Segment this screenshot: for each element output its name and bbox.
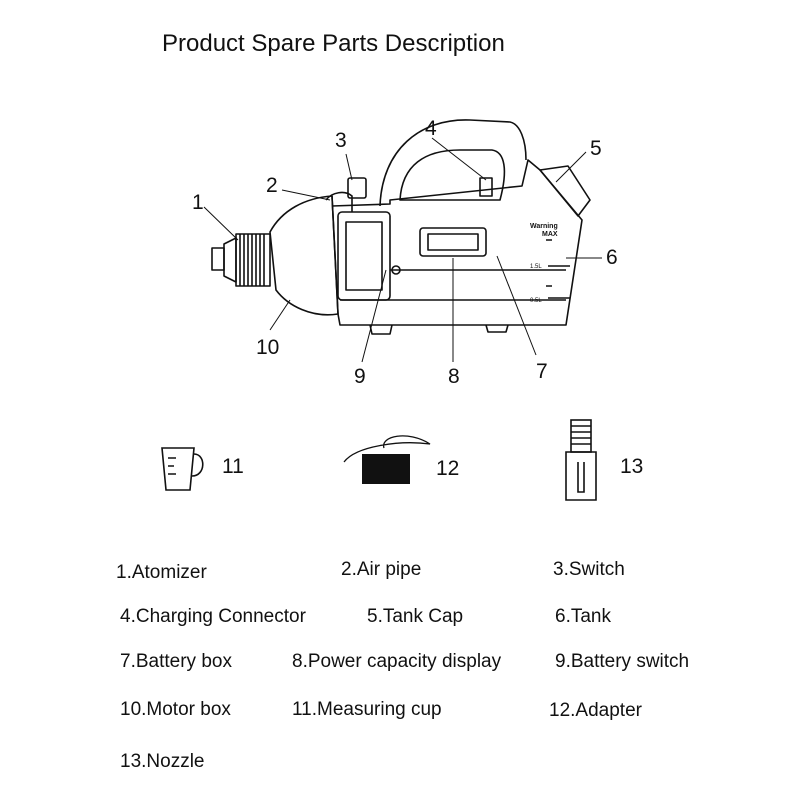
air-pipe-part [325,191,353,212]
motor-box-part [269,195,339,316]
callout-8: 8 [448,365,460,388]
part-label-switch: 3.Switch [553,559,625,580]
part-label-tank-cap: 5.Tank Cap [367,606,464,627]
callout-6: 6 [606,246,618,269]
switch-part [347,177,367,199]
callout-5: 5 [590,137,602,160]
part-label-nozzle: 13.Nozzle [120,751,205,772]
part-label-battery-switch: 9.Battery switch [555,651,690,672]
warning-label: Warning [530,223,558,230]
part-label-charging-connector: 4.Charging Connector [120,606,306,627]
callout-1: 1 [192,191,204,214]
callout-7: 7 [536,360,548,383]
part-label-adapter: 12.Adapter [549,700,642,721]
atomizer-part [211,233,271,287]
power-display-part [419,227,487,257]
callout-2: 2 [266,174,278,197]
adapter-icon [343,435,431,484]
part-label-air-pipe: 2.Air pipe [341,559,422,580]
callout-9: 9 [354,365,366,388]
callout-11: 11 [222,455,244,478]
part-label-atomizer: 1.Atomizer [116,562,207,583]
measuring-cup-icon [161,447,204,491]
part-label-motor-box: 10.Motor box [120,699,231,720]
max-label: MAX [542,231,558,238]
tank-cap-part [539,165,591,217]
part-label-power-display: 8.Power capacity display [292,651,502,672]
callout-4: 4 [425,117,437,140]
level-05-label: 0.5L [530,298,542,304]
diagram-title: Product Spare Parts Description [162,30,505,57]
part-label-measuring-cup: 11.Measuring cup [292,699,442,720]
part-label-battery-box: 7.Battery box [120,651,232,672]
callout-10: 10 [256,336,280,359]
callout-3: 3 [335,129,347,152]
callout-12: 12 [436,457,460,480]
level-15-label: 1.5L [530,264,542,270]
part-label-tank: 6.Tank [555,606,611,627]
nozzle-icon [565,419,597,501]
handle-part [379,119,527,207]
callout-13: 13 [620,455,644,478]
